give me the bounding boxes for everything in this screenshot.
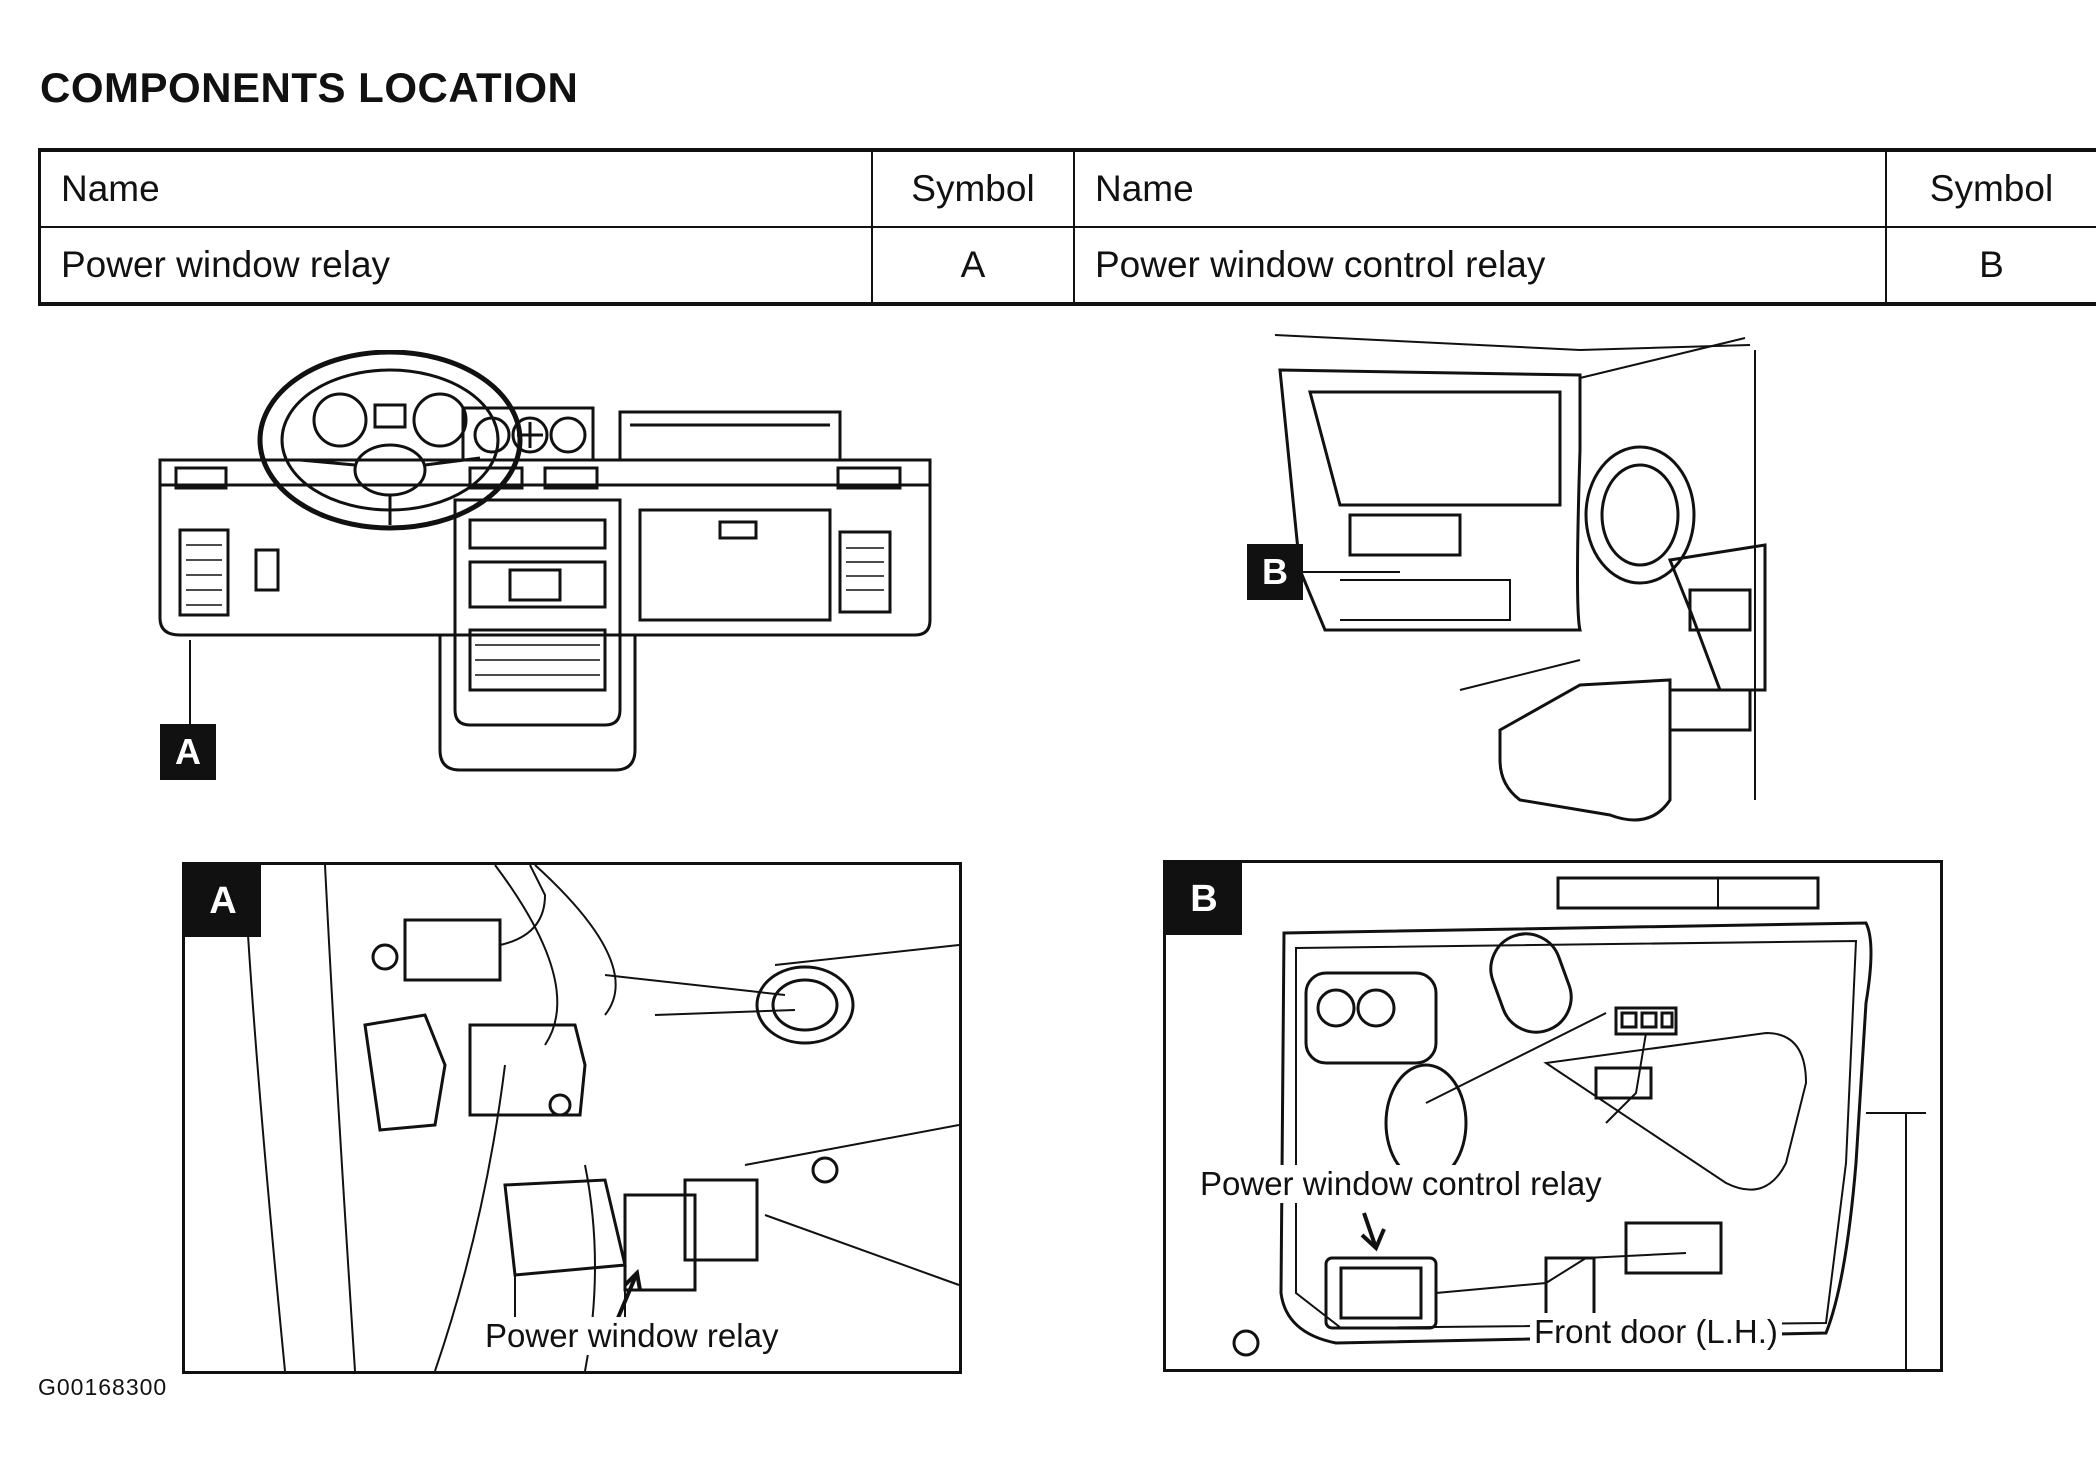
table-cell: A — [871, 227, 1074, 306]
front-door-lh-label: Front door (L.H.) — [1530, 1313, 1782, 1351]
inset-b-panel: B Power window control relay Front door … — [1163, 860, 1943, 1372]
dashboard-illustration — [150, 350, 940, 780]
column-header-name: Name — [38, 148, 872, 228]
power-window-relay-label: Power window relay — [481, 1317, 783, 1355]
table-cell: Power window control relay — [1073, 227, 1886, 306]
components-table: Name Symbol Name Symbol Power window rel… — [38, 148, 2096, 306]
inset-a-tag: A — [185, 865, 261, 937]
power-window-control-relay-label: Power window control relay — [1196, 1165, 1606, 1203]
column-header-symbol: Symbol — [1885, 148, 2096, 228]
table-row: Power window relay A Power window contro… — [38, 227, 2096, 306]
table-cell: B — [1885, 227, 2096, 306]
column-header-symbol: Symbol — [871, 148, 1074, 228]
page-title: COMPONENTS LOCATION — [40, 64, 579, 111]
door-interior-illustration — [1250, 330, 1770, 830]
column-header-name: Name — [1073, 148, 1886, 228]
table-cell: Power window relay — [38, 227, 872, 306]
callout-b-tag: B — [1247, 544, 1303, 600]
callout-a-tag: A — [160, 724, 216, 780]
table-header-row: Name Symbol Name Symbol — [38, 148, 2096, 228]
inset-b-tag: B — [1166, 863, 1242, 935]
figure-id: G00168300 — [38, 1374, 168, 1400]
inset-a-panel: A Power window relay — [182, 862, 962, 1374]
